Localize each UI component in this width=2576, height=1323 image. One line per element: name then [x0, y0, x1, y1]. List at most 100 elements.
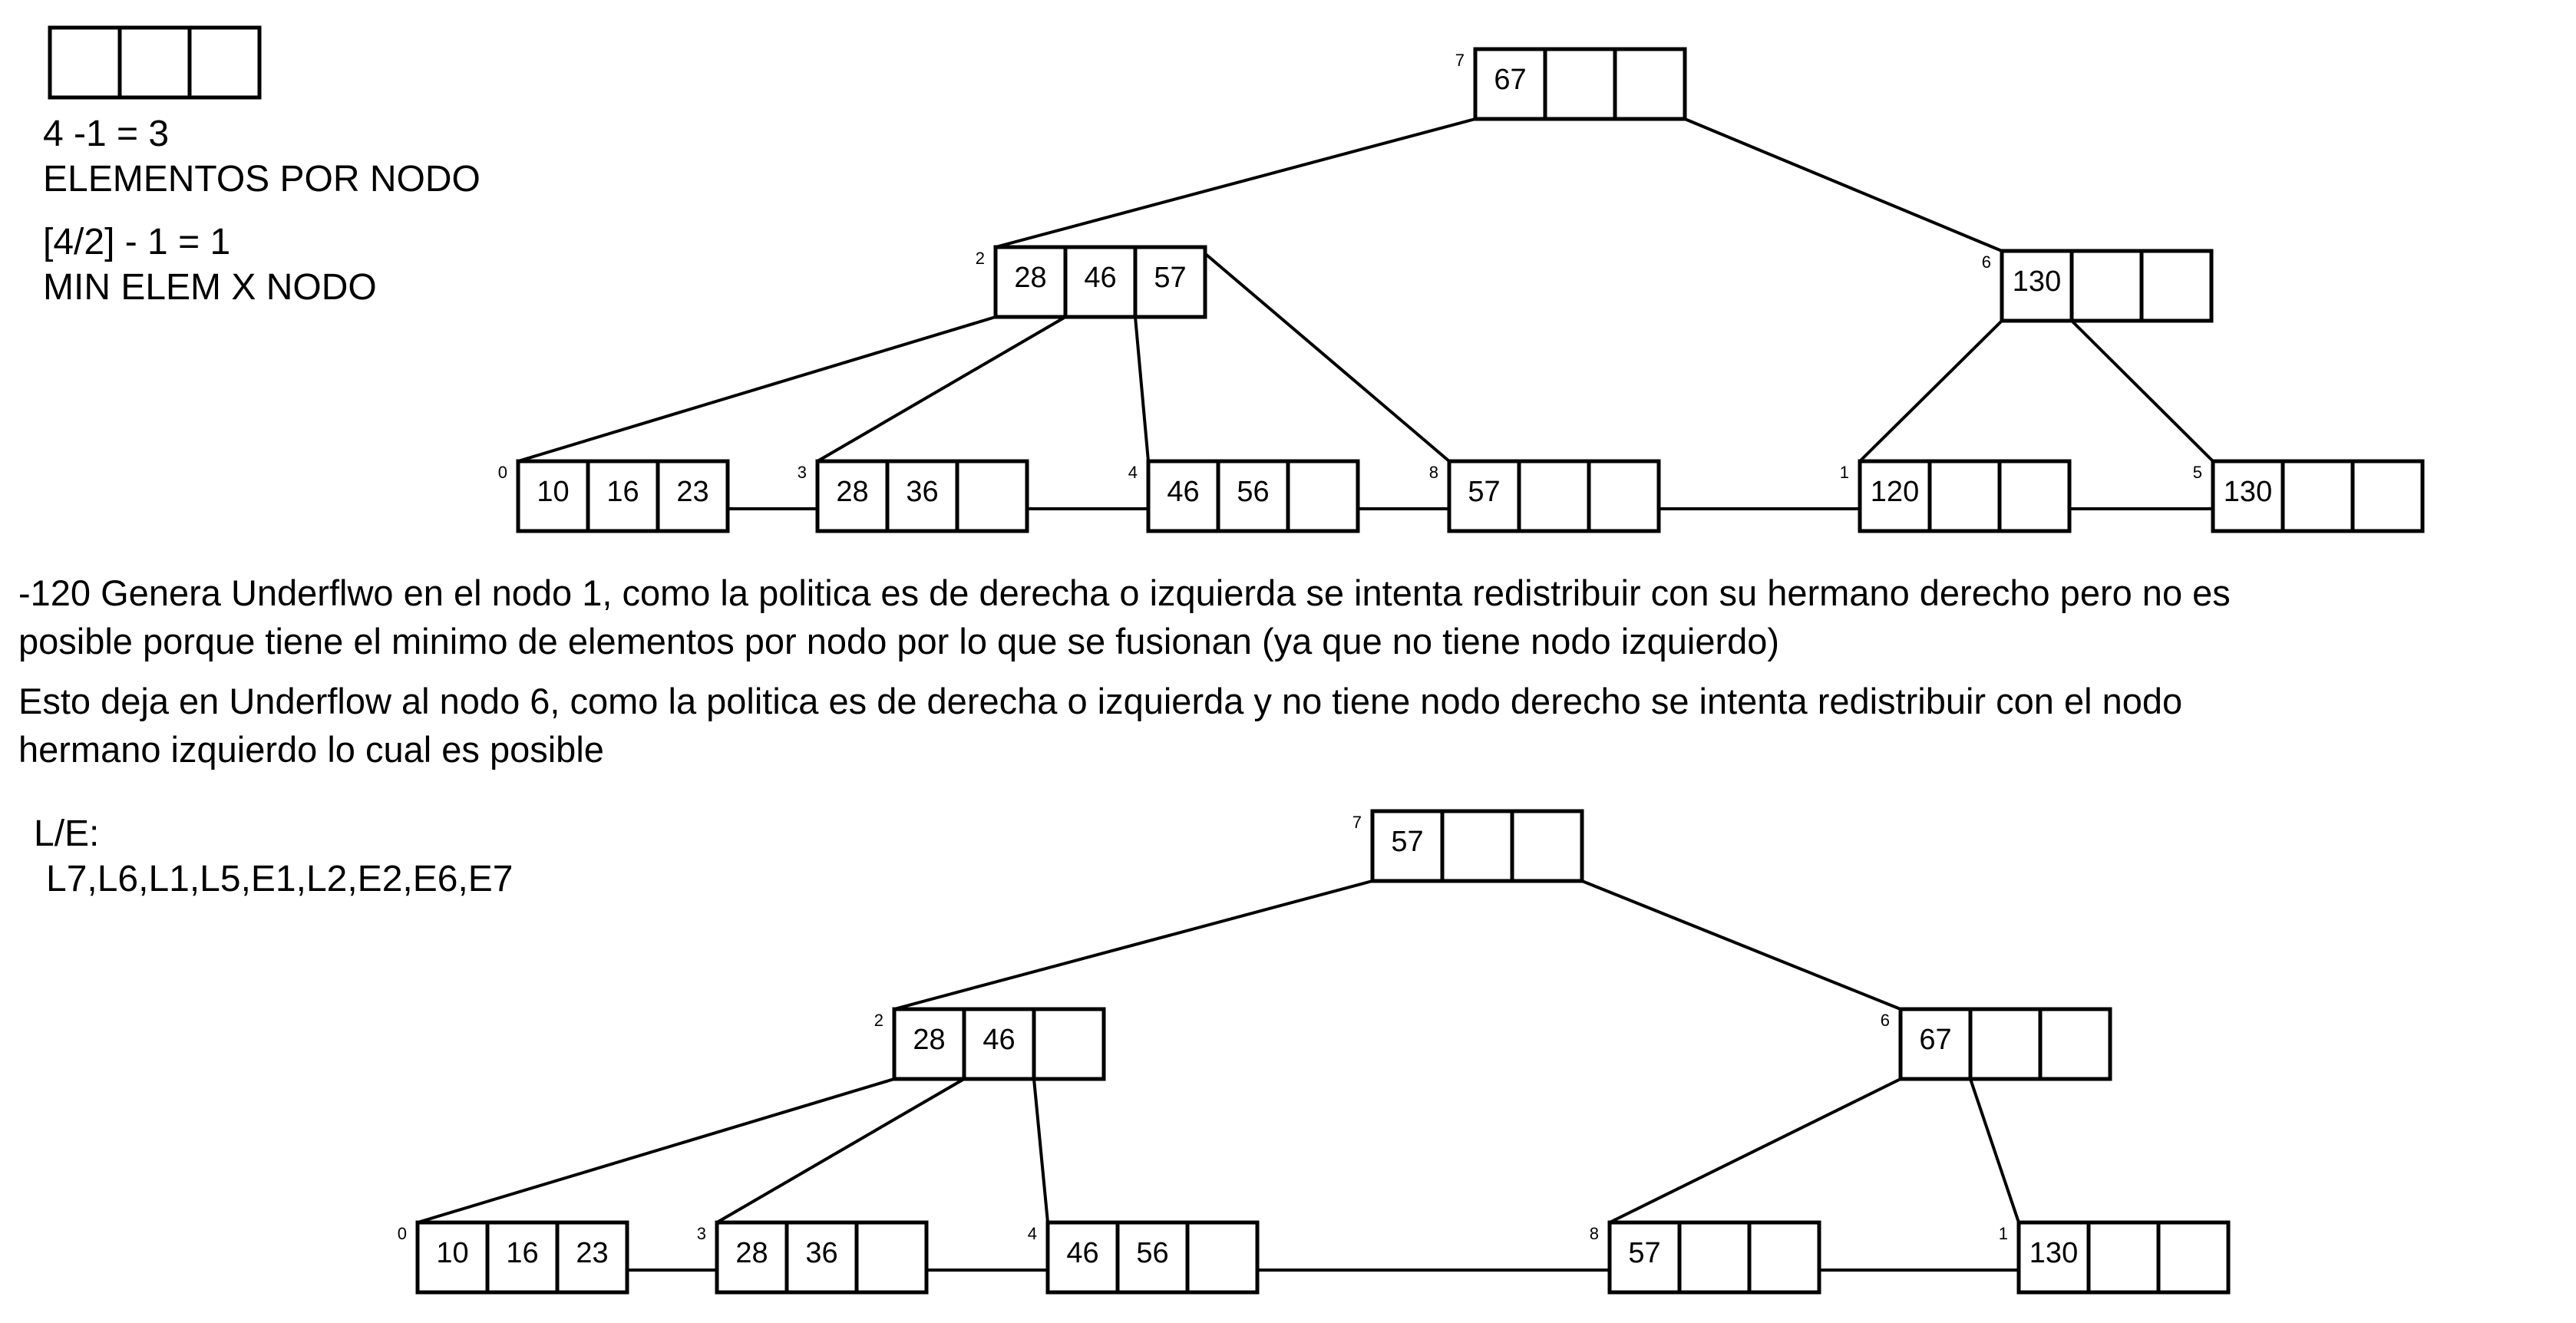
node-number: 4 — [1128, 463, 1138, 482]
read-write-list: L7,L6,L1,L5,E1,L2,E2,E6,E7 — [46, 858, 514, 899]
node-number: 0 — [498, 463, 507, 482]
key-slot — [1510, 809, 1584, 883]
min-elements-label: MIN ELEM X NODO — [43, 266, 377, 308]
key-slot — [516, 459, 590, 533]
key-slot — [1747, 1220, 1821, 1295]
key-slot — [2086, 1220, 2161, 1295]
key-slot — [2280, 459, 2355, 533]
key-slot — [2156, 1220, 2231, 1295]
key-slot — [1032, 1007, 1106, 1081]
node-number: 1 — [1999, 1224, 2008, 1243]
key-value: 67 — [1919, 1024, 1951, 1056]
min-elements-formula: [4/2] - 1 = 1 — [43, 222, 231, 263]
tree-edge — [1581, 879, 1901, 1011]
key-slot — [1216, 459, 1290, 533]
key-value: 28 — [913, 1024, 945, 1056]
tree-edge — [2070, 319, 2214, 463]
node-number: 0 — [398, 1224, 407, 1243]
max-elements-formula: 4 -1 = 3 — [43, 114, 170, 154]
tree-edge — [517, 315, 996, 463]
key-slot — [1185, 1220, 1260, 1295]
key-value: 57 — [1154, 262, 1186, 294]
key-slot — [1968, 1007, 2043, 1081]
node-number: 4 — [1028, 1224, 1037, 1243]
node-number: 1 — [1840, 463, 1849, 482]
legend-empty-node — [48, 25, 262, 100]
tree-edge — [1609, 1077, 1901, 1224]
key-value: 130 — [2224, 476, 2272, 508]
node-number: 3 — [798, 463, 807, 482]
key-slot — [1447, 459, 1521, 533]
key-slot — [2038, 1007, 2112, 1081]
key-value: 46 — [1084, 262, 1116, 294]
tree-edge — [417, 1077, 895, 1224]
node-6: 67 6 — [1881, 1007, 2112, 1081]
read-write-sequence: L/E: L7,L6,L1,L5,E1,L2,E2,E6,E7 — [34, 812, 513, 902]
key-slot — [555, 1220, 629, 1295]
key-slot — [1858, 459, 1932, 533]
key-value: 67 — [1494, 64, 1526, 96]
key-slot — [1286, 459, 1360, 533]
key-value: 120 — [1871, 476, 1919, 508]
node-number: 3 — [697, 1224, 706, 1243]
key-slot — [2069, 249, 2144, 323]
node-number: 5 — [2193, 463, 2202, 482]
explanation-underflow-node-1: -120 Genera Underflwo en el nodo 1, como… — [18, 569, 2231, 666]
key-slot — [1473, 47, 1547, 121]
key-slot — [2211, 459, 2285, 533]
key-slot — [1677, 1220, 1752, 1295]
key-slot — [1613, 47, 1687, 121]
node-5: 130 5 — [2193, 459, 2425, 533]
key-value: 23 — [576, 1237, 608, 1269]
key-slot — [656, 459, 730, 533]
key-slot — [1927, 459, 2002, 533]
key-slot — [1607, 1220, 1682, 1295]
key-value: 28 — [735, 1237, 768, 1269]
legend-slot — [117, 25, 192, 100]
tree-edge — [715, 1077, 966, 1224]
node-number: 8 — [1429, 463, 1438, 482]
node-number: 8 — [1590, 1224, 1599, 1243]
explanation-line: -120 Genera Underflwo en el nodo 1, como… — [18, 572, 2231, 613]
key-value: 23 — [676, 476, 708, 508]
key-slot — [1543, 47, 1617, 121]
explanation-line: hermano izquierdo lo cual es posible — [18, 728, 604, 770]
node-number: 6 — [1881, 1011, 1890, 1030]
tree-edge — [893, 879, 1373, 1011]
node-number: 2 — [976, 249, 985, 268]
key-value: 46 — [1066, 1237, 1098, 1269]
tree-edge — [1196, 246, 1451, 463]
key-slot — [1115, 1220, 1190, 1295]
explanation-line: posible porque tiene el minimo de elemen… — [18, 620, 1780, 662]
key-slot — [1517, 459, 1591, 533]
node-number: 2 — [874, 1011, 883, 1030]
key-value: 10 — [436, 1237, 468, 1269]
key-value: 57 — [1628, 1237, 1660, 1269]
read-write-label: L/E: — [34, 813, 100, 854]
order-notes: 4 -1 = 3 ELEMENTOS POR NODO [4/2] - 1 = … — [43, 112, 481, 310]
key-slot — [2350, 459, 2425, 533]
key-slot — [2000, 249, 2074, 323]
explanation-line: Esto deja en Underflow al nodo 6, como l… — [18, 681, 2183, 721]
node-8: 57 8 — [1590, 1220, 1821, 1295]
key-slot — [1063, 245, 1138, 319]
node-8: 578 — [1429, 459, 1661, 533]
key-value: 28 — [836, 476, 868, 508]
key-slot — [1997, 459, 2072, 533]
tree-edge — [1684, 117, 2003, 252]
key-value: 57 — [1391, 826, 1423, 858]
explanation-underflow-node-6: Esto deja en Underflow al nodo 6, como l… — [18, 678, 2182, 774]
tree-edge — [1134, 316, 1150, 462]
key-value: 10 — [537, 476, 569, 508]
node-1: 120 1 — [1840, 459, 2072, 533]
